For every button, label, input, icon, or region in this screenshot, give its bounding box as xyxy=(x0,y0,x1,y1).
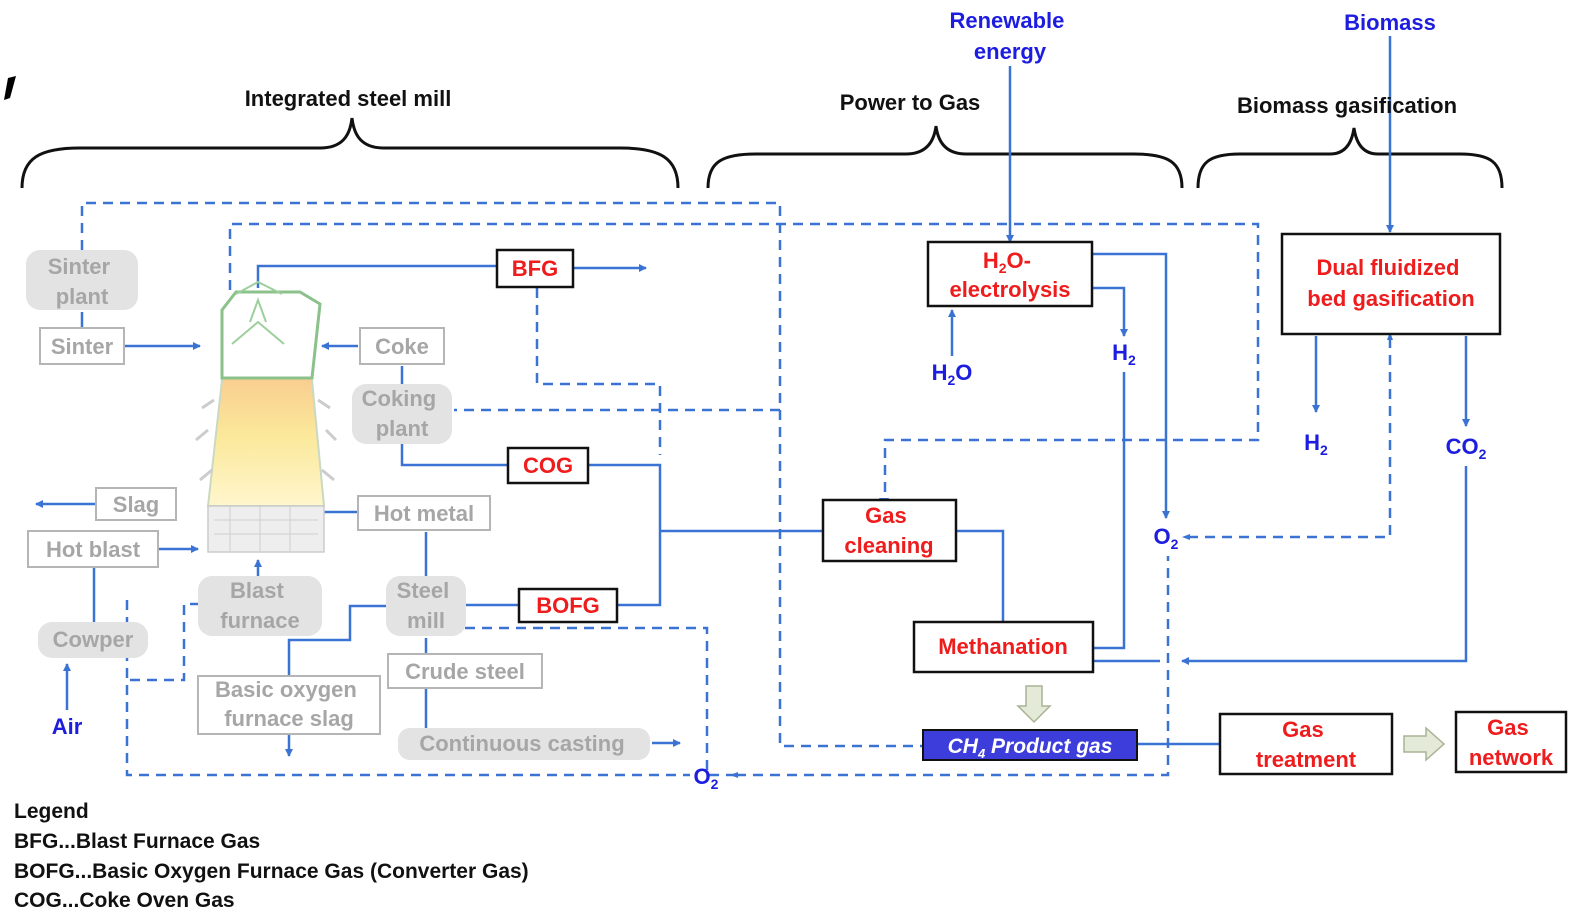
o2-label-bottom: O2 xyxy=(694,764,719,792)
methanation-label: Methanation xyxy=(938,634,1068,659)
bofg-label: BOFG xyxy=(536,593,600,618)
methanation-to-product-arrow xyxy=(1016,685,1052,724)
bof-slag-label: Basic oxygen furnace slag xyxy=(215,677,363,731)
brace-biomass xyxy=(1196,127,1504,189)
co2-label: CO2 xyxy=(1446,434,1487,462)
sinter-plant-label: Sinter plant xyxy=(48,254,116,309)
blast-furnace-label: Blast furnace xyxy=(220,578,299,633)
h2-label-electrolysis: H2 xyxy=(1112,340,1136,368)
hot-metal-label: Hot metal xyxy=(374,501,474,526)
brace-power-to-gas xyxy=(706,125,1184,189)
cowper-label: Cowper xyxy=(53,627,134,652)
legend: Legend BFG...Blast Furnace Gas BOFG...Ba… xyxy=(14,800,529,912)
process-boxes xyxy=(495,232,1568,776)
sinter-label: Sinter xyxy=(51,334,114,359)
heading-integrated-steel-mill: Integrated steel mill xyxy=(245,86,452,111)
h2o-input-label: H2O xyxy=(932,360,973,388)
heading-biomass-gasification: Biomass gasification xyxy=(1237,93,1457,118)
treatment-to-network-arrow xyxy=(1403,726,1446,762)
cog-label: COG xyxy=(523,453,573,478)
product-gas-label: CH4 Product gas xyxy=(948,735,1113,761)
coking-plant-label: Coking plant xyxy=(362,386,443,441)
dashed-gas-lines xyxy=(80,201,1392,777)
continuous-casting-label: Continuous casting xyxy=(419,731,624,756)
blast-furnace-drawing xyxy=(195,280,338,553)
gas-network-label: Gas network xyxy=(1469,715,1554,770)
steel-mill-label: Steel mill xyxy=(397,578,456,633)
grey-boxes xyxy=(26,250,650,760)
biomass-label: Biomass xyxy=(1344,10,1436,35)
solid-flow-lines xyxy=(35,36,1470,757)
legend-entry: COG...Coke Oven Gas xyxy=(14,889,235,912)
corner-mark xyxy=(4,76,16,100)
gas-treatment-label: Gas treatment xyxy=(1256,717,1357,772)
slag-label: Slag xyxy=(113,492,159,517)
bfg-label: BFG xyxy=(512,256,558,281)
crude-steel-label: Crude steel xyxy=(405,659,525,684)
hot-blast-label: Hot blast xyxy=(46,537,141,562)
air-label: Air xyxy=(52,714,83,739)
heading-power-to-gas: Power to Gas xyxy=(840,90,981,115)
o2-label-electrolysis: O2 xyxy=(1154,524,1179,552)
electrolysis-label: H2O- electrolysis xyxy=(949,248,1070,302)
legend-entry: BOFG...Basic Oxygen Furnace Gas (Convert… xyxy=(14,860,529,883)
dfb-gasification-label: Dual fluidized bed gasification xyxy=(1307,255,1474,311)
gas-cleaning-label: Gas cleaning xyxy=(844,503,933,558)
renewable-energy-label: Renewable energy xyxy=(949,8,1070,64)
legend-title: Legend xyxy=(14,800,89,823)
legend-entry: BFG...Blast Furnace Gas xyxy=(14,830,260,853)
brace-steel-mill xyxy=(20,117,680,189)
coke-label: Coke xyxy=(375,334,429,359)
h2-label-gasification: H2 xyxy=(1304,430,1328,458)
